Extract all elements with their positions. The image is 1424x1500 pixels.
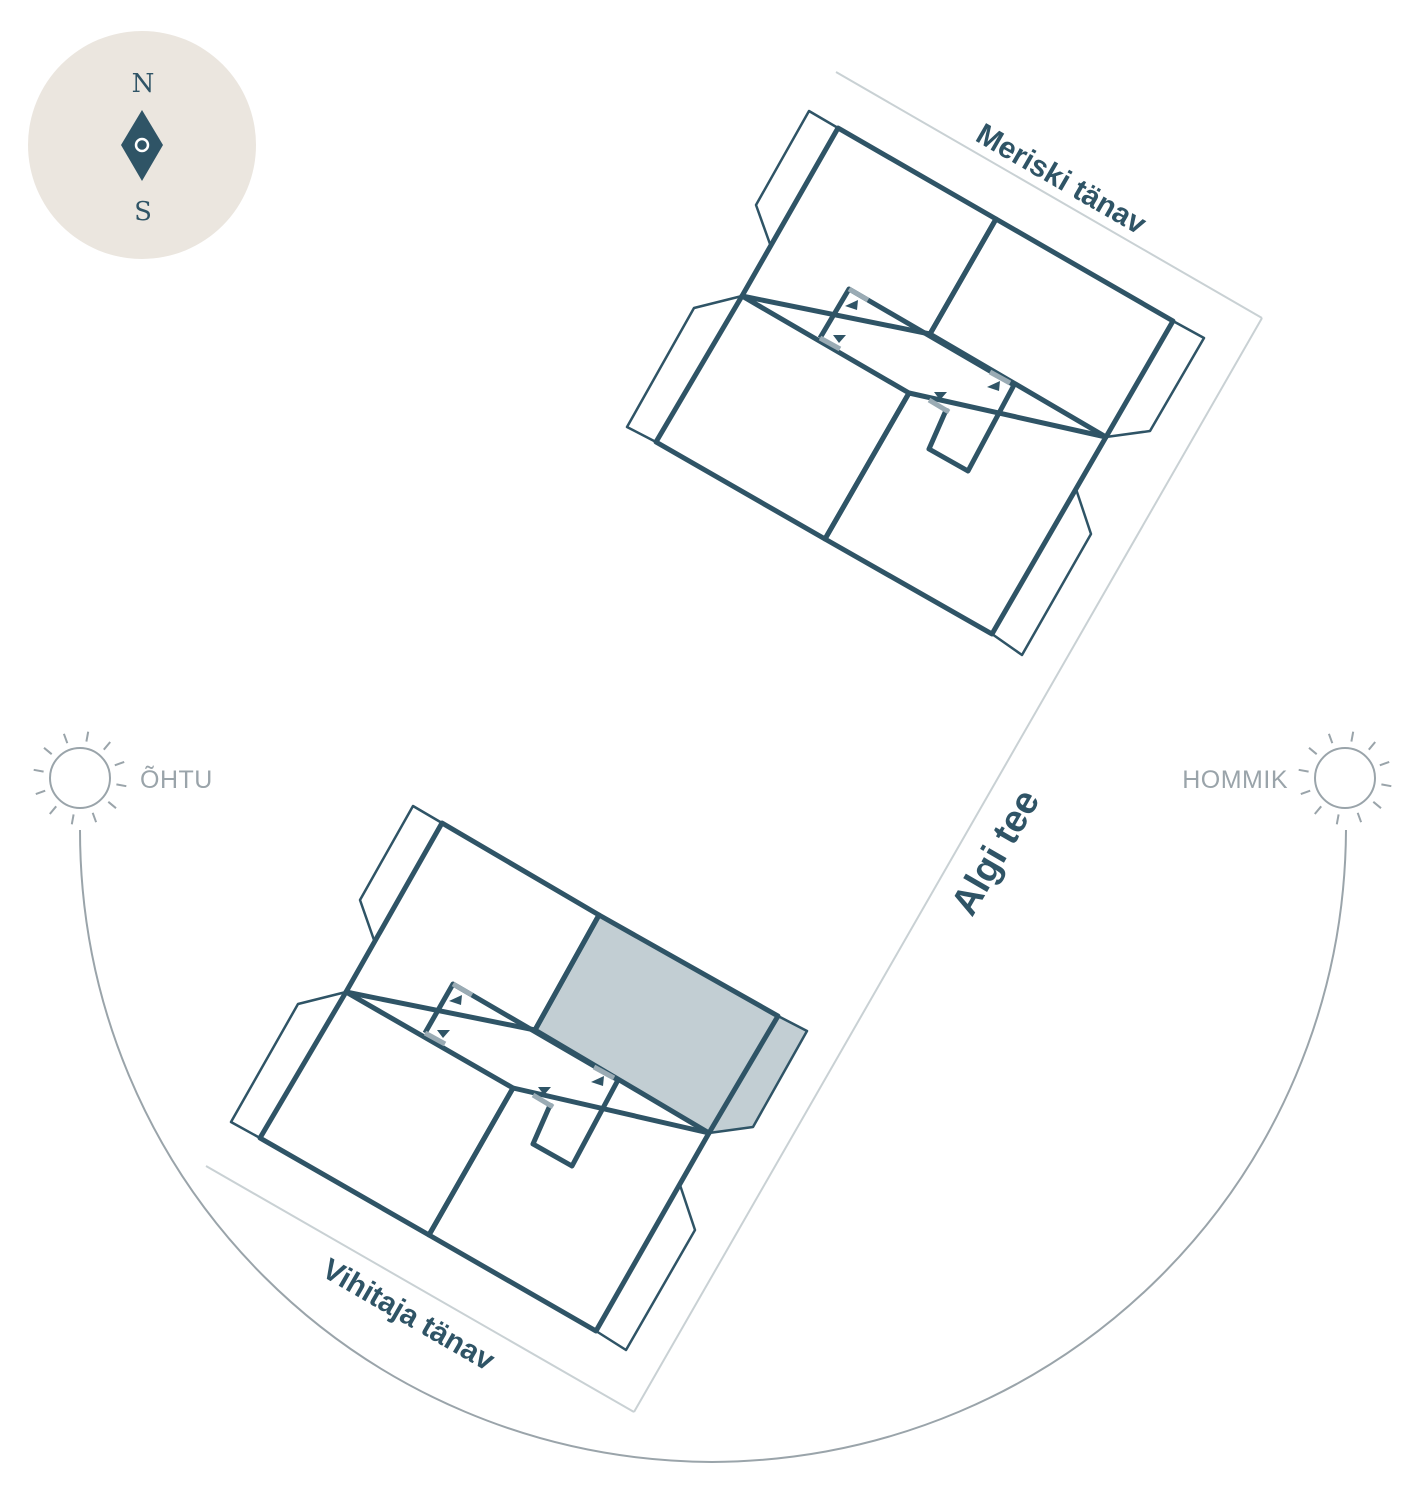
building-north — [625, 109, 1206, 657]
door-south-1 — [451, 981, 474, 998]
sun-ray — [1372, 801, 1382, 809]
sun-ray — [1308, 747, 1318, 755]
entry-arrow-north-4 — [987, 381, 1000, 391]
sun-ray — [1335, 814, 1340, 825]
sun-evening-icon — [33, 731, 127, 825]
terrace-north-se — [991, 488, 1093, 657]
entry-arrow-south-2 — [437, 1030, 450, 1038]
door-south-4 — [592, 1064, 616, 1081]
sun-ray — [62, 733, 69, 744]
terrace-north-w — [625, 294, 743, 444]
sun-ray — [1314, 805, 1322, 815]
compass-south-label: S — [134, 197, 152, 227]
sun-ray — [1381, 783, 1392, 788]
street-label-vihitaja: Vihitaja tänav — [317, 1252, 501, 1377]
entry-arrow-north-2 — [833, 335, 846, 343]
sun-evening: ÕHTU — [33, 731, 213, 825]
sun-ray — [103, 741, 111, 751]
sun-ray — [1350, 731, 1355, 742]
road-edge-vihitaja — [205, 1165, 635, 1413]
sun-ray — [85, 731, 90, 742]
street-label-algi: Algi tee — [943, 783, 1048, 923]
sun-ray — [91, 812, 98, 823]
sun-ray — [33, 768, 44, 773]
sun-ray — [1300, 789, 1311, 796]
sun-ray — [70, 814, 75, 825]
sun-evening-label: ÕHTU — [140, 765, 213, 794]
unit-north-sw[interactable] — [653, 293, 912, 542]
sun-ray — [114, 760, 125, 767]
sun-morning-icon — [1298, 731, 1392, 825]
terrace-north-e — [1105, 319, 1206, 439]
door-north-4 — [988, 369, 1012, 386]
door-south-3 — [531, 1092, 555, 1110]
compass-needle-icon — [121, 110, 163, 181]
compass: N S — [28, 31, 256, 259]
door-north-2 — [818, 335, 842, 352]
sun-ray — [49, 805, 57, 815]
terrace-south-nw — [358, 804, 443, 941]
stairwell-north — [817, 286, 1017, 474]
compass-north-label: N — [132, 69, 155, 99]
sun-ray — [1379, 760, 1390, 767]
entry-arrow-south-4 — [591, 1076, 604, 1086]
door-south-2 — [423, 1030, 447, 1047]
entry-arrow-north-1 — [845, 300, 858, 310]
unit-north-se[interactable] — [822, 390, 1109, 637]
entry-arrow-south-3 — [538, 1087, 551, 1095]
sun-ray — [107, 801, 117, 809]
sun-ray — [1356, 812, 1363, 823]
terrace-south-se — [595, 1184, 697, 1352]
sun-ray — [1327, 733, 1334, 744]
building-south — [229, 804, 809, 1352]
sun-ray — [116, 783, 127, 788]
entry-arrow-south-1 — [449, 995, 462, 1005]
unit-south-sw[interactable] — [257, 989, 516, 1238]
entry-arrow-north-3 — [934, 392, 947, 400]
sun-morning: HOMMIK — [1182, 731, 1392, 825]
sun-ray — [1298, 768, 1309, 773]
terrace-north-nw — [754, 109, 839, 245]
sun-morning-label: HOMMIK — [1182, 766, 1288, 794]
unit-south-se[interactable] — [426, 1085, 712, 1334]
sun-ray — [1368, 741, 1376, 751]
door-north-3 — [927, 397, 951, 415]
stairwell-south — [422, 981, 621, 1169]
road-edge-meriski — [835, 71, 1263, 319]
sun-ray — [35, 789, 46, 796]
compass-pivot-icon — [134, 137, 150, 153]
terrace-south-e — [708, 1014, 809, 1135]
terrace-south-w — [229, 990, 347, 1140]
sun-ray — [43, 747, 53, 755]
door-north-1 — [847, 286, 870, 303]
road-edge-algi — [633, 317, 1263, 1413]
sun-path-arc — [79, 829, 1347, 1464]
